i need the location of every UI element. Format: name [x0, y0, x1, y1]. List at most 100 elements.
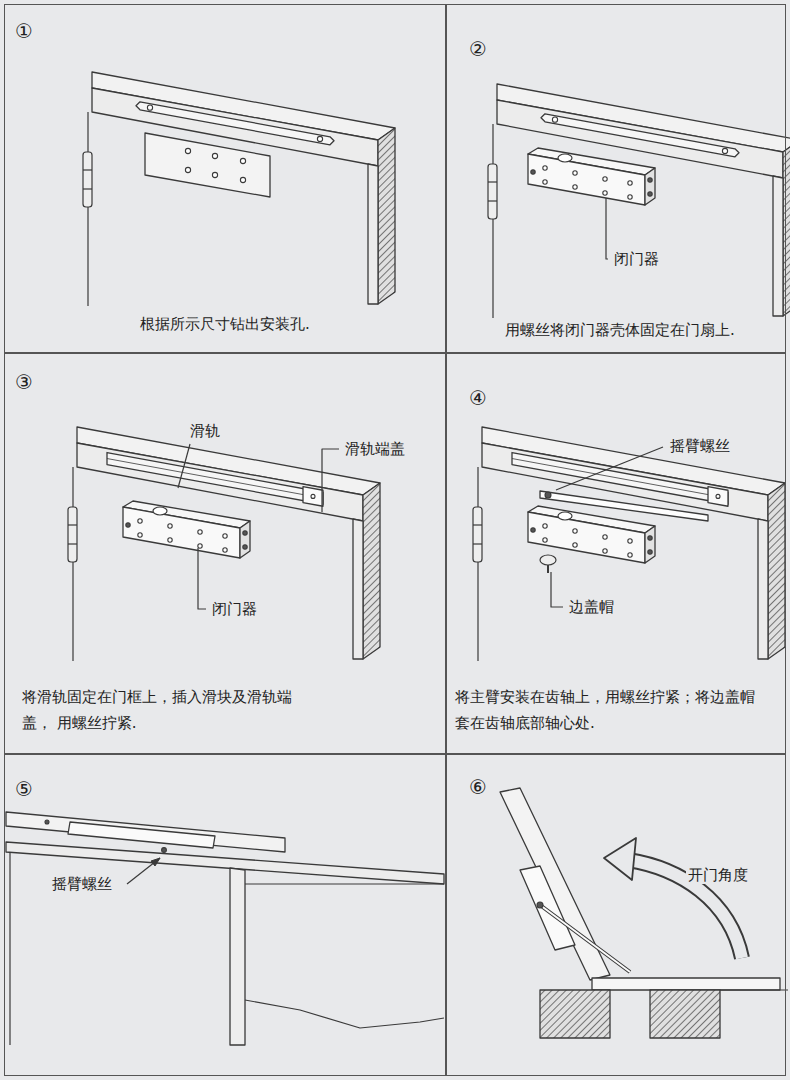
drawing-part — [77, 443, 363, 521]
hole — [162, 848, 167, 853]
drawing-part — [592, 978, 780, 990]
part-label: 闭门器 — [210, 600, 259, 618]
door-plan — [500, 788, 788, 1038]
hole — [198, 530, 202, 534]
drawing-part — [368, 164, 378, 304]
hole — [168, 538, 172, 542]
part-label: 摇臂螺丝 — [50, 875, 114, 893]
line — [547, 565, 549, 573]
line — [477, 467, 478, 661]
line — [198, 548, 206, 609]
leader-lines — [127, 198, 663, 884]
hole — [543, 538, 547, 542]
part-label: 开门角度 — [686, 866, 750, 884]
step-number: ⑤ — [15, 777, 55, 801]
line — [68, 543, 77, 544]
hole — [531, 170, 535, 174]
drawing-part — [68, 822, 215, 848]
hole — [628, 195, 632, 199]
step-panel: ②用螺丝将闭门器壳体固定在门扇上. — [446, 4, 786, 353]
line — [87, 112, 88, 306]
line — [556, 447, 663, 490]
door-frame — [488, 84, 790, 318]
hole — [126, 523, 130, 527]
hole — [168, 524, 172, 528]
step-caption: 用螺丝将闭门器壳体固定在门扇上. — [505, 317, 785, 343]
drawing-part — [708, 487, 728, 507]
line — [107, 459, 303, 495]
drawing-part — [540, 990, 610, 1038]
hole — [240, 158, 245, 163]
hole — [240, 177, 245, 182]
line — [512, 459, 708, 495]
hole — [185, 167, 190, 172]
hole — [311, 494, 315, 498]
drawing-part — [378, 128, 395, 304]
drawing-part — [773, 176, 783, 316]
door-closer — [528, 148, 655, 205]
hole — [648, 192, 652, 196]
step-caption: 根据所示尺寸钻出安装孔. — [140, 311, 440, 337]
drawing-part — [540, 491, 708, 521]
hole — [628, 181, 632, 185]
hole — [603, 549, 607, 553]
hinge — [473, 507, 482, 562]
line — [540, 905, 630, 972]
hole — [573, 185, 577, 189]
part-label: 闭门器 — [612, 250, 661, 268]
step-panel: ④将主臂安装在齿轴上，用螺丝拧紧；将边盖帽 套在齿轴底部轴心处. — [446, 353, 786, 754]
drawing-part — [528, 154, 645, 205]
drawing-part — [768, 483, 785, 659]
drawing-part — [123, 507, 240, 558]
hinge — [488, 164, 497, 219]
hole — [648, 536, 652, 540]
hole — [543, 180, 547, 184]
door-frame — [473, 427, 785, 661]
step-number: ③ — [15, 370, 55, 394]
drawing-part — [240, 521, 250, 558]
line — [127, 858, 160, 884]
hole — [543, 524, 547, 528]
drawing-part — [604, 838, 636, 880]
drawing-part — [353, 519, 363, 659]
hole — [603, 191, 607, 195]
step-number: ④ — [469, 386, 509, 410]
hole — [243, 545, 247, 549]
hole — [45, 820, 49, 824]
drawing-part — [151, 858, 160, 866]
drawing-part — [645, 168, 655, 205]
hole — [223, 534, 227, 538]
hole — [223, 548, 227, 552]
step-panel: ⑤ — [4, 754, 446, 1076]
line — [492, 124, 493, 318]
line — [540, 905, 630, 972]
drawing-part — [303, 487, 323, 507]
hinge — [68, 507, 77, 562]
hole — [543, 166, 547, 170]
line — [178, 444, 190, 488]
line — [72, 467, 73, 661]
hole — [198, 544, 202, 548]
drawing-part — [145, 133, 270, 197]
line — [68, 524, 77, 525]
hole — [603, 535, 607, 539]
hole — [648, 550, 652, 554]
line — [473, 524, 482, 525]
line — [322, 449, 339, 512]
line — [488, 181, 497, 182]
door-frame — [68, 427, 380, 661]
line — [245, 1000, 444, 1028]
line — [720, 989, 788, 990]
step-number: ⑥ — [469, 775, 509, 799]
line — [83, 188, 92, 189]
line — [551, 572, 563, 607]
hole — [317, 136, 322, 141]
hole — [138, 533, 142, 537]
hole — [243, 531, 247, 535]
step-number: ① — [15, 19, 55, 43]
drawing-part — [541, 114, 739, 157]
drawing-part — [230, 868, 245, 1045]
part-label: 边盖帽 — [567, 598, 616, 616]
line — [606, 198, 608, 259]
